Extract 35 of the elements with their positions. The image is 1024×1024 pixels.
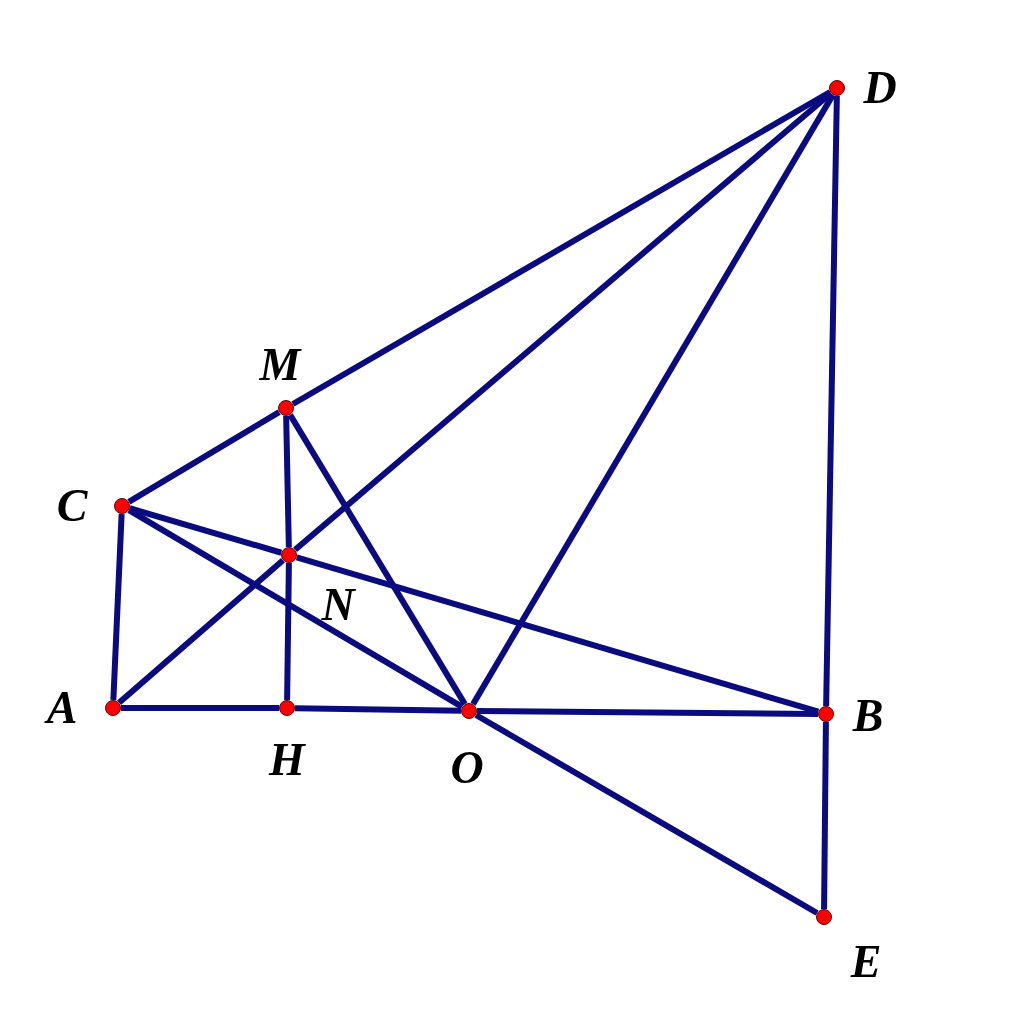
line-segment (291, 89, 832, 407)
line-segment (821, 721, 829, 910)
line-segment (128, 505, 283, 556)
point-label: D (863, 65, 897, 111)
point-label: A (46, 685, 78, 731)
line-segment (293, 90, 833, 553)
line-segment (117, 558, 285, 705)
line-segment (110, 513, 125, 701)
point-marker (105, 700, 121, 716)
point-label: N (321, 582, 355, 628)
point-marker (278, 400, 294, 416)
point-marker (829, 80, 845, 96)
point-label: O (450, 745, 484, 791)
point-marker (281, 547, 297, 563)
point-label: E (850, 939, 882, 985)
line-segment (474, 712, 819, 916)
point-label: B (852, 693, 884, 739)
line-segment (470, 93, 836, 706)
line-segment (476, 708, 819, 717)
line-segment (121, 705, 279, 711)
line-segment (284, 562, 292, 701)
point-label: C (56, 483, 88, 529)
line-segment (295, 554, 820, 715)
line-segment (823, 95, 840, 707)
point-marker (279, 700, 295, 716)
point-marker (818, 706, 834, 722)
line-segment (283, 415, 292, 548)
point-label: H (269, 737, 305, 783)
line-segment (294, 705, 462, 714)
line-segment (287, 413, 468, 706)
point-label: M (259, 342, 301, 388)
point-marker (816, 909, 832, 925)
line-segment (127, 409, 281, 505)
point-marker (114, 498, 130, 514)
line-segment (127, 507, 464, 710)
